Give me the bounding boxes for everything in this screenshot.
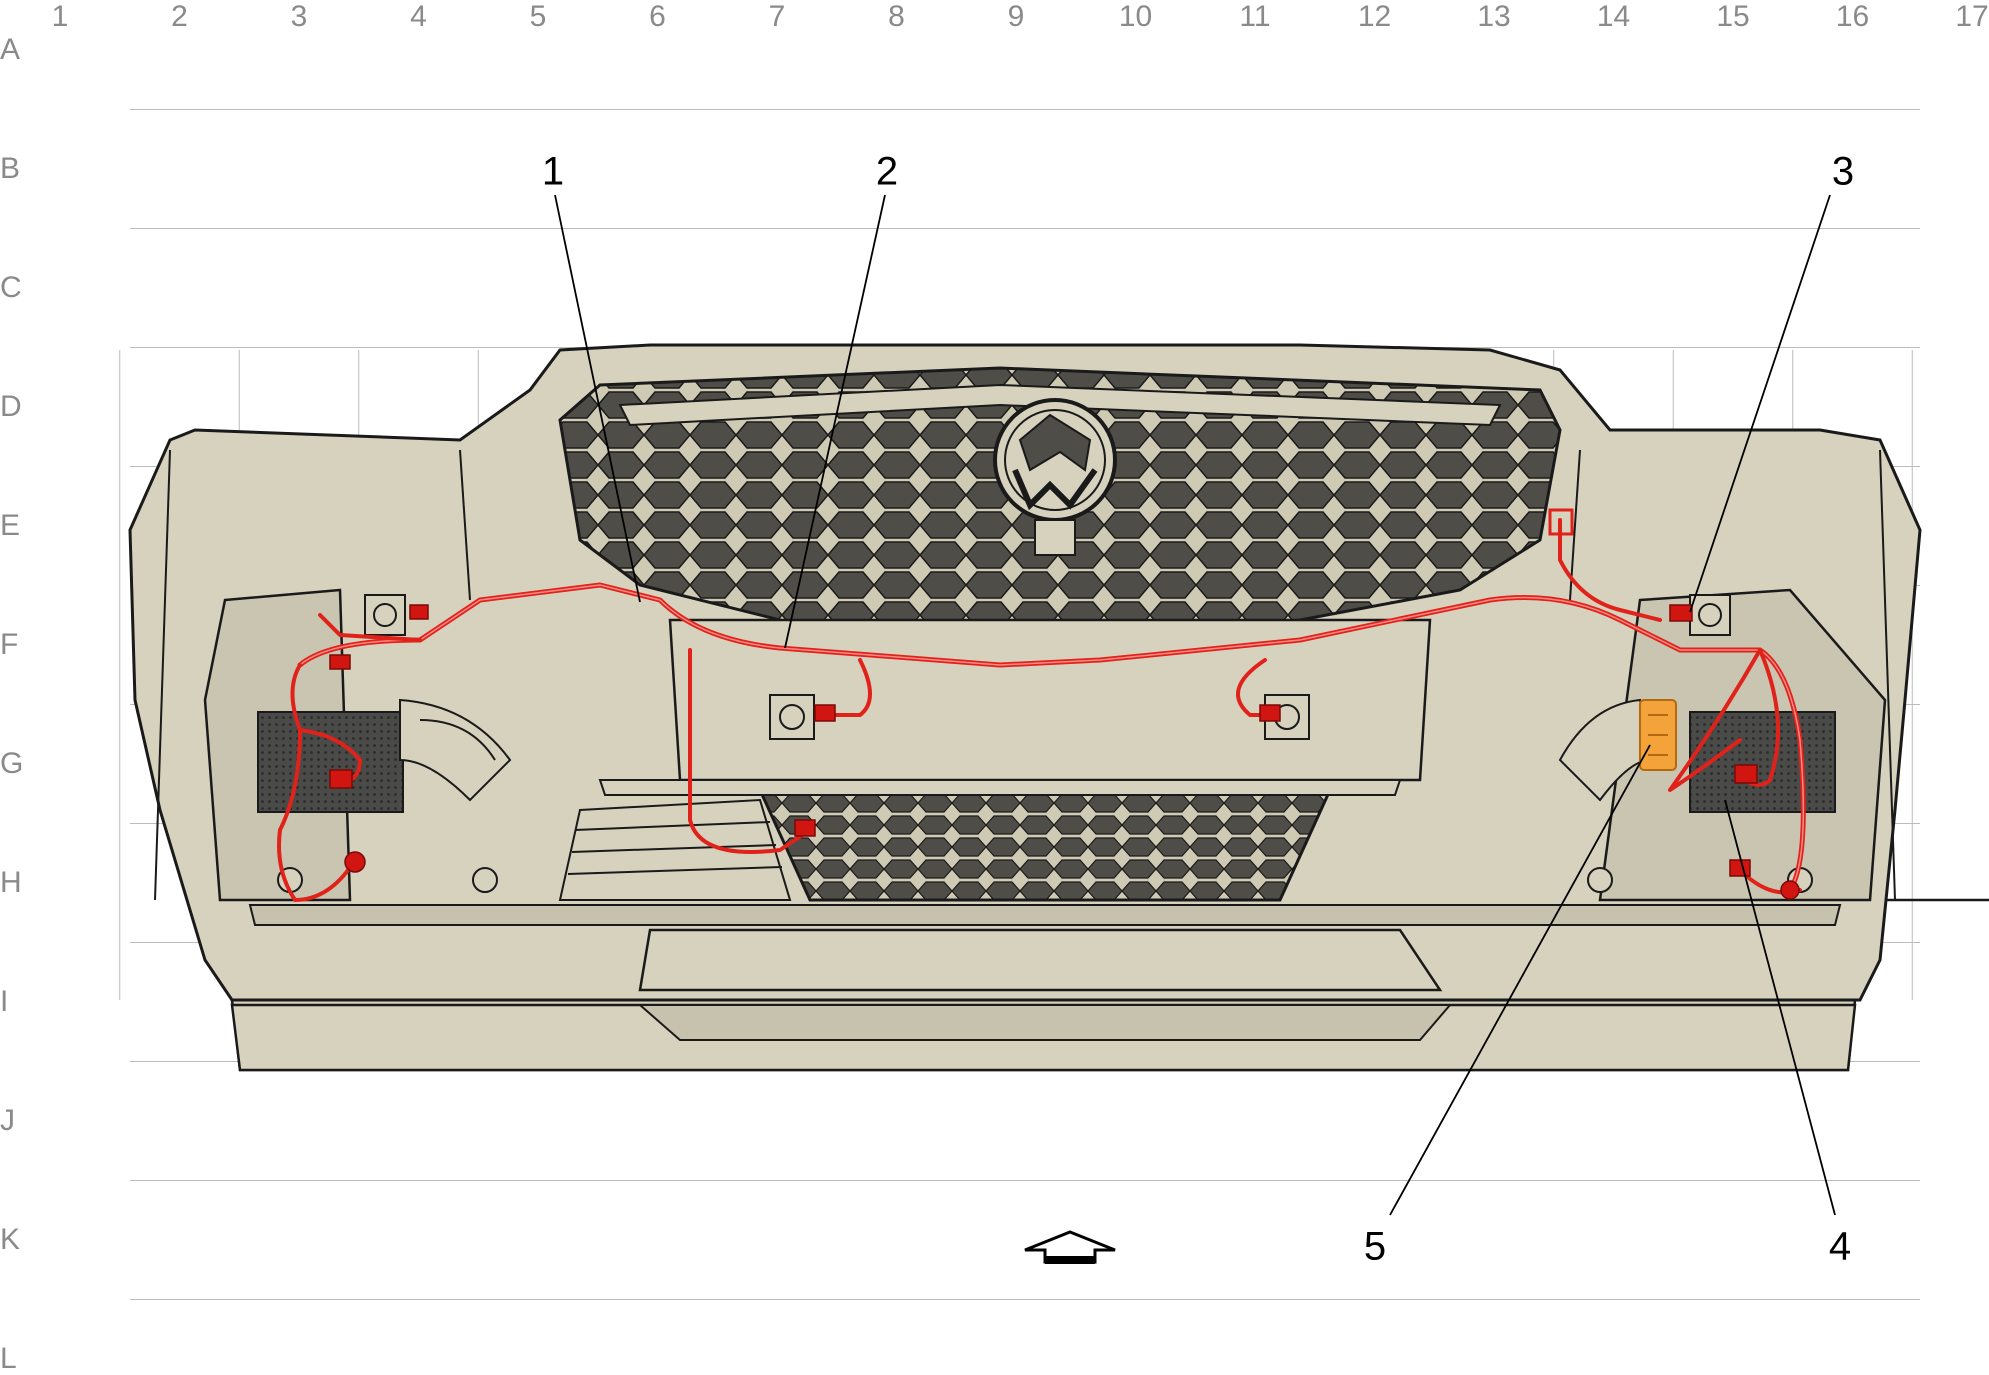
- skid-plate-trim: [637, 1004, 1453, 1041]
- grid-column-label: 9: [1007, 0, 1025, 33]
- wiring-harness: [277, 518, 1806, 902]
- callout-5: 5: [1363, 1224, 1387, 1269]
- lower-vent-left-slats: [567, 821, 783, 875]
- grid-row-label: A: [0, 33, 21, 66]
- grid-column-label: 12: [1357, 0, 1392, 33]
- callout-4: 4: [1828, 1224, 1852, 1269]
- grid-column-label: 17: [1955, 0, 1989, 33]
- callout-2: 2: [875, 149, 899, 194]
- lower-grille-bar: [598, 779, 1402, 796]
- grid-column-label: 5: [529, 0, 547, 33]
- grid-column-label: 10: [1118, 0, 1153, 33]
- grid-row-label: H: [0, 866, 22, 899]
- lower-grille: [757, 788, 1333, 902]
- grid-row-label: I: [0, 985, 9, 1018]
- grid-row-label: J: [0, 1104, 15, 1137]
- grid-column-label: 8: [888, 0, 905, 33]
- callout-1: 1: [541, 149, 565, 194]
- air-dam-strip: [248, 904, 1842, 926]
- forward-arrow-icon: [1024, 1230, 1116, 1264]
- grid-column-label: 15: [1716, 0, 1750, 33]
- grid-row-label: L: [0, 1342, 17, 1375]
- grid-row-label: F: [0, 628, 19, 661]
- grid-column-label: 6: [649, 0, 666, 33]
- side-ribs: [154, 449, 1896, 901]
- bumper-drawing: [119, 109, 1989, 1300]
- grid-column-label: 13: [1477, 0, 1511, 33]
- grid-column-label: 4: [410, 0, 427, 33]
- grid-column-label: 3: [290, 0, 308, 33]
- left-fog-assembly: [203, 588, 512, 902]
- grid-row-label: C: [0, 271, 22, 304]
- skid-plate: [638, 928, 1443, 992]
- grid-column-label: 14: [1596, 0, 1631, 33]
- leader-lines: [554, 194, 1836, 1216]
- grid-column-label: 11: [1239, 0, 1271, 33]
- grid-row-label: G: [0, 747, 24, 780]
- grid-column-label: 2: [171, 0, 188, 33]
- lower-vent-left: [558, 798, 792, 901]
- grid-column-label: 1: [51, 0, 69, 33]
- callout-3: 3: [1831, 149, 1855, 194]
- grid-row-label: K: [0, 1223, 21, 1256]
- control-module: [1639, 699, 1677, 771]
- right-fog-assembly: [1558, 588, 1887, 902]
- grid-row-label: B: [0, 152, 21, 185]
- grid-column-label: 7: [768, 0, 786, 33]
- grid-row-label: E: [0, 509, 21, 542]
- grid-column-label: 16: [1835, 0, 1870, 33]
- grid-row-label: D: [0, 390, 22, 423]
- emblem: [993, 398, 1117, 556]
